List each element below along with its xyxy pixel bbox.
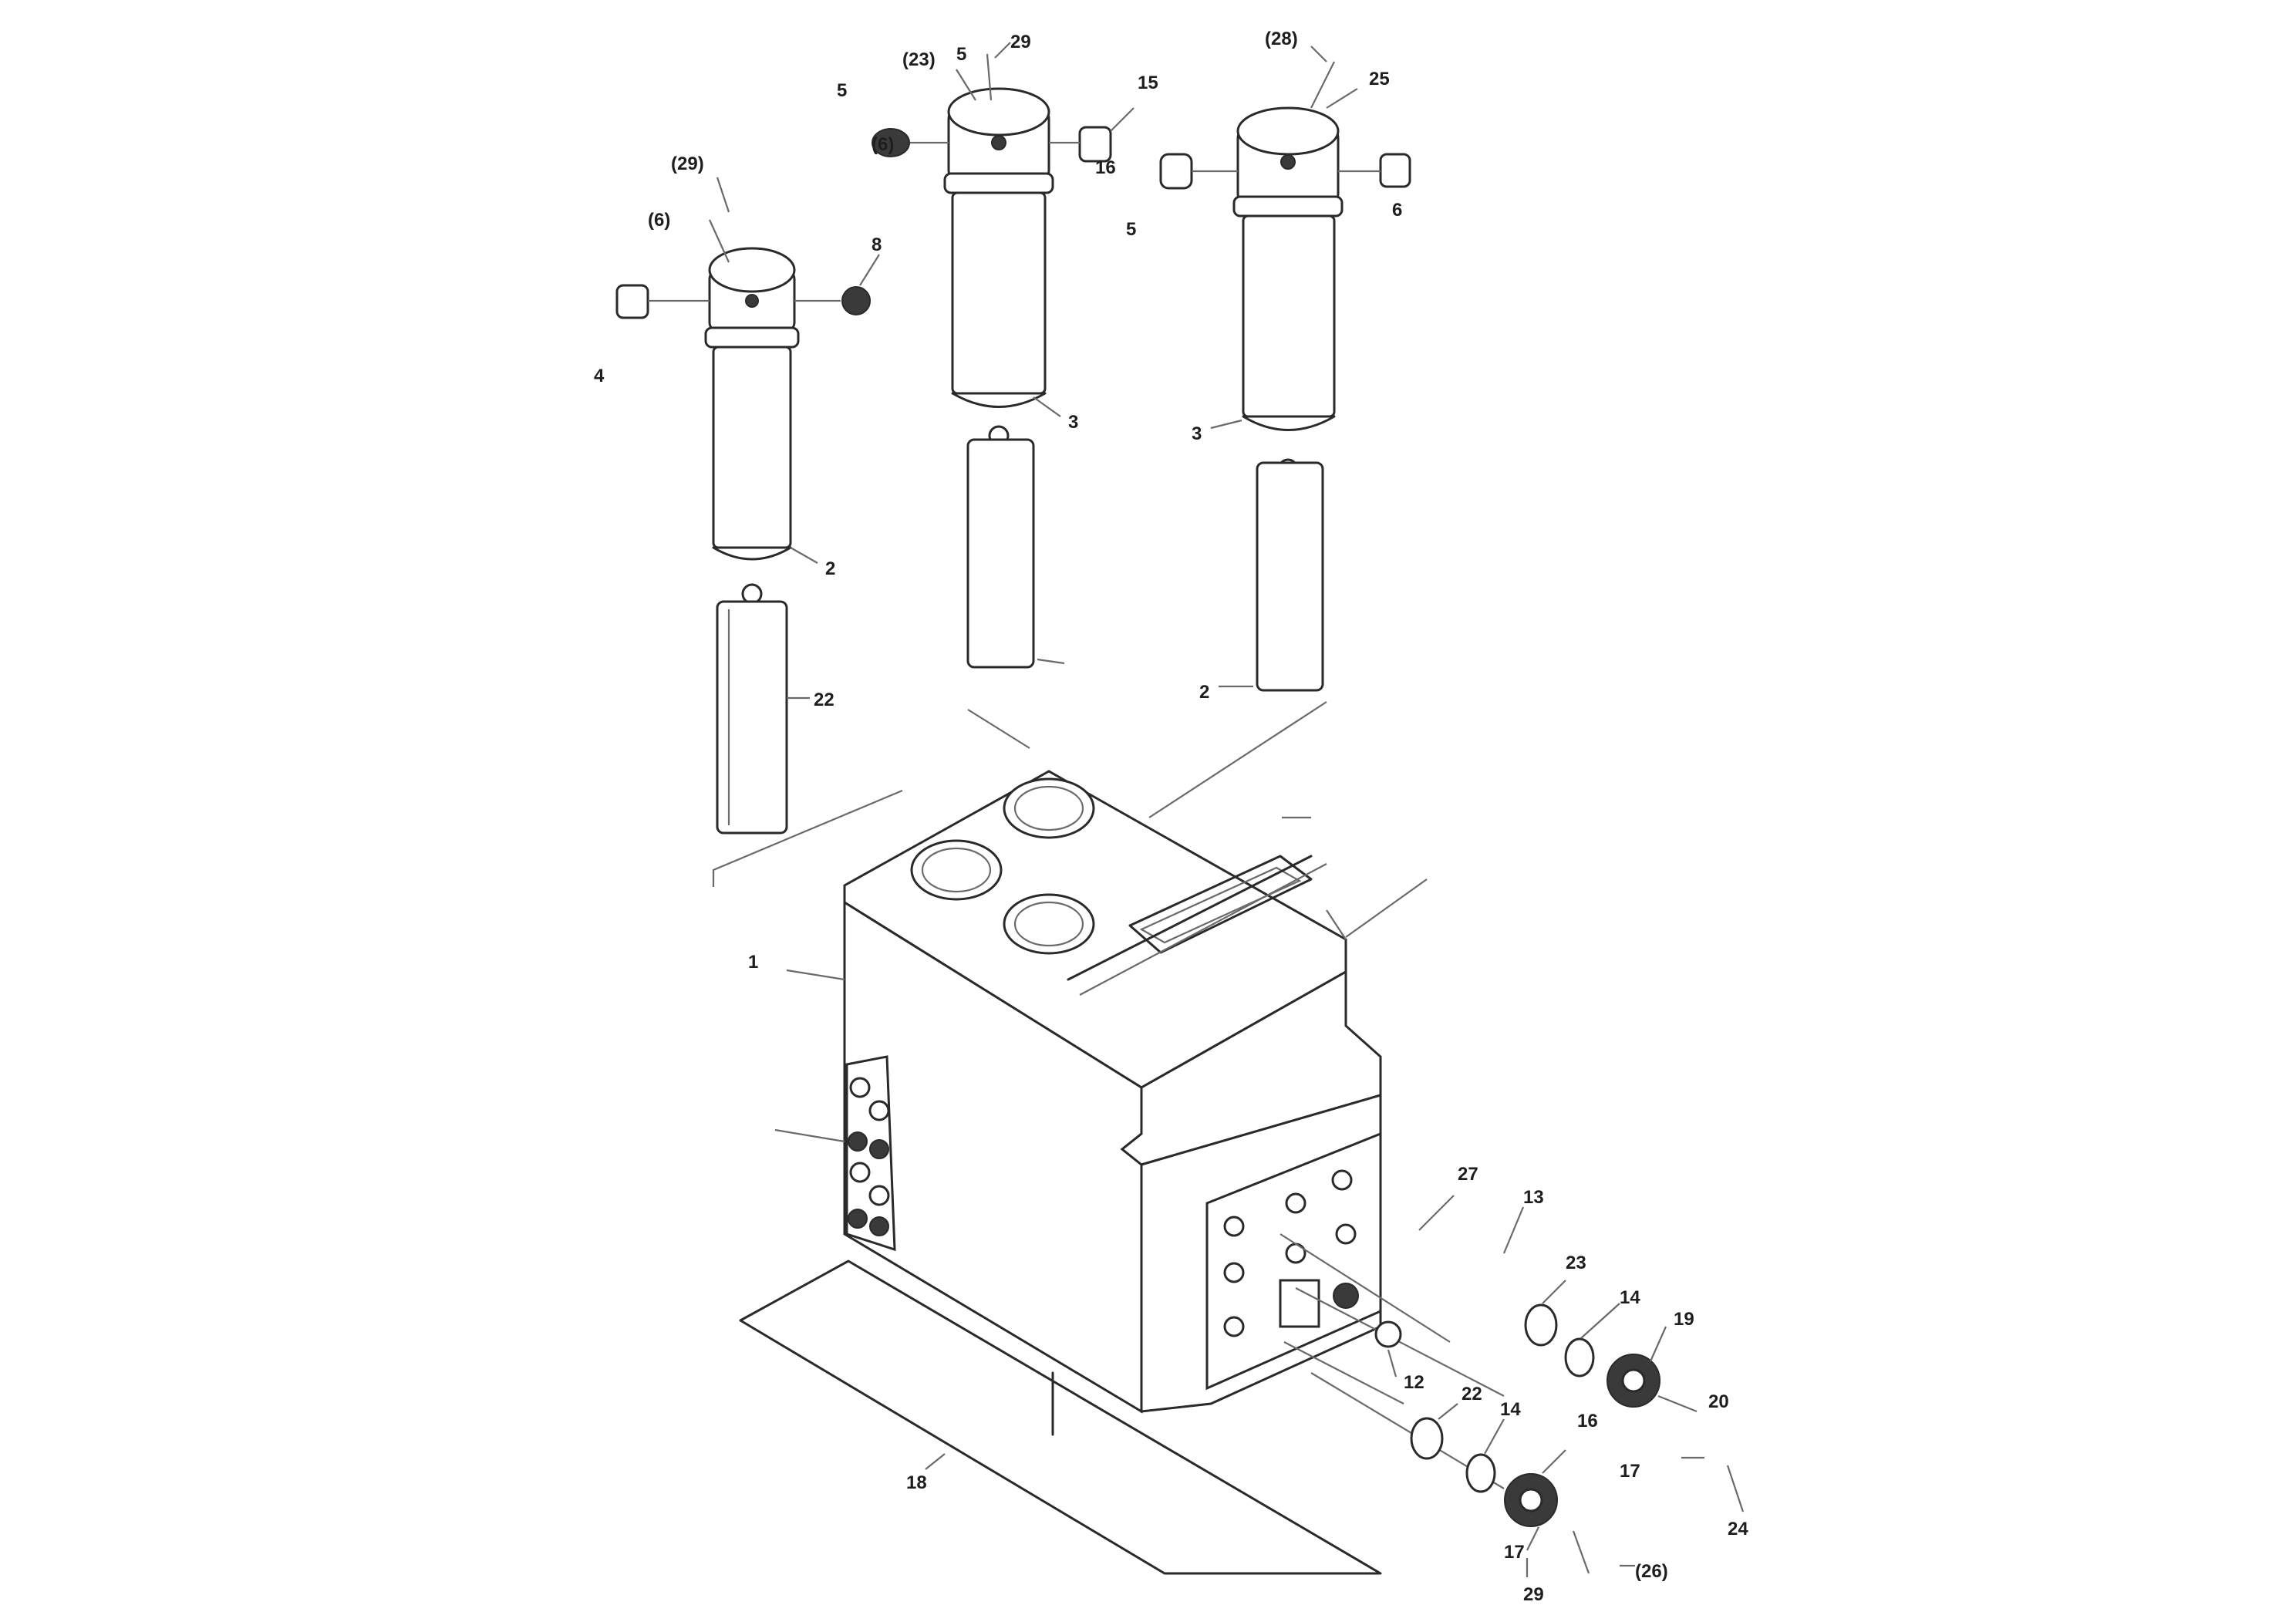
callout-label: 25: [1369, 69, 1390, 89]
callout-label: 8: [872, 234, 882, 255]
fittings-lower: [1410, 1417, 1558, 1527]
base-plate: [739, 1259, 1382, 1575]
callout-label: 24: [1728, 1519, 1748, 1539]
callout-label: 6: [1392, 200, 1402, 221]
callout-label: 12: [1404, 1372, 1424, 1393]
callout-label: 19: [1674, 1309, 1694, 1330]
filter-assembly-right: [1159, 106, 1411, 692]
callout-label: 27: [1458, 1164, 1478, 1185]
callout-label: 16: [1577, 1411, 1598, 1431]
callout-label: 20: [1708, 1391, 1729, 1412]
side-ports-right: [1223, 1169, 1359, 1337]
callout-label: (28): [1265, 29, 1298, 49]
callout-label: 4: [594, 366, 605, 386]
leader-lines: [708, 42, 1745, 1577]
callout-label: 5: [956, 44, 966, 65]
callout-label: (23): [902, 49, 936, 70]
callout-labels: (23) 5 29 5 15 (6) (28) 25 5 (29) (6) 16…: [594, 29, 1748, 1605]
callout-label: (6): [872, 134, 894, 155]
callout-label: 22: [1462, 1384, 1482, 1404]
callout-label: 16: [1095, 157, 1116, 178]
callout-label: 14: [1620, 1287, 1640, 1308]
callout-label: 17: [1504, 1542, 1525, 1563]
callout-label: 2: [825, 558, 835, 579]
callout-label: 18: [906, 1472, 927, 1493]
callout-label: (6): [648, 210, 670, 231]
callout-label: 15: [1138, 73, 1158, 93]
callout-label: 13: [1523, 1187, 1544, 1208]
callout-label: 5: [837, 80, 847, 101]
callout-label: (29): [671, 153, 704, 174]
side-ports-left: [848, 1077, 890, 1236]
callout-label: 1: [748, 952, 758, 973]
callout-label: 22: [814, 690, 834, 710]
callout-label: 29: [1010, 32, 1031, 52]
callout-label: 14: [1500, 1399, 1521, 1420]
callout-label: 17: [1620, 1461, 1640, 1482]
tank-top-openings: [910, 777, 1327, 996]
filter-assembly-center: [872, 87, 1112, 669]
filter-assembly-left: [615, 247, 871, 835]
callout-label: 5: [1126, 219, 1136, 240]
callout-label: 29: [1523, 1584, 1544, 1605]
callout-label: 2: [1199, 682, 1209, 703]
callout-label: 3: [1192, 423, 1202, 444]
callout-label: (26): [1635, 1561, 1668, 1582]
fittings-upper: [1374, 1303, 1660, 1408]
callout-label: 3: [1068, 412, 1078, 433]
callout-label: 23: [1566, 1253, 1586, 1273]
